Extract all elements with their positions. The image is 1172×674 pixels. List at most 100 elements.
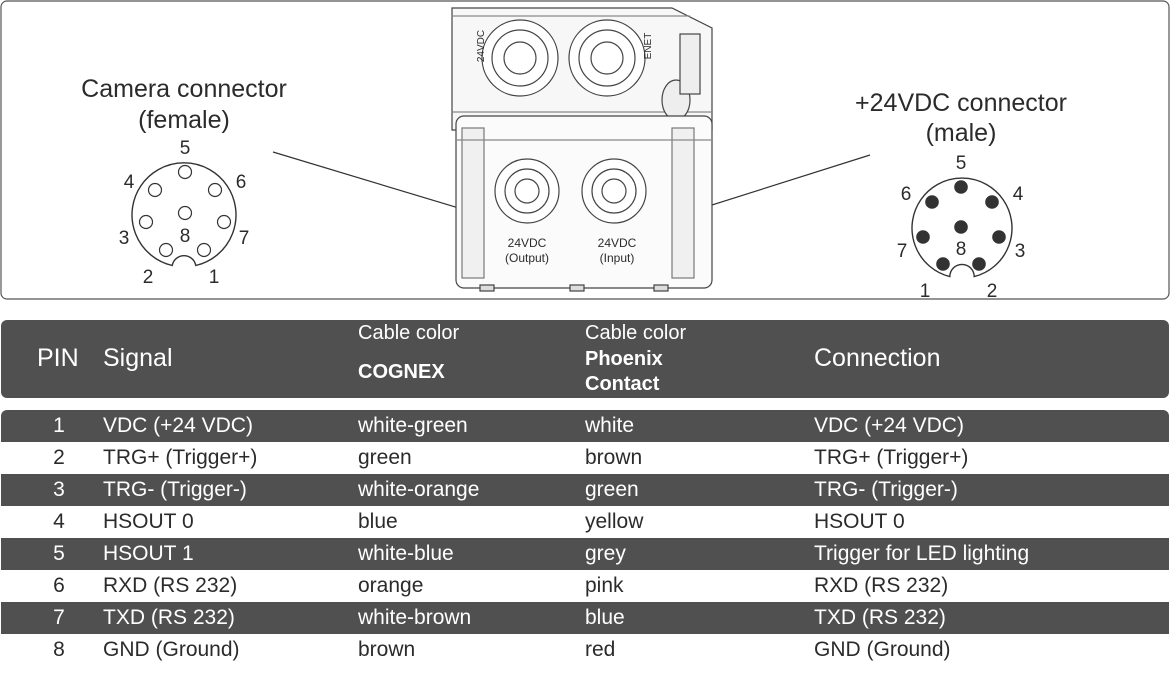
camera-pin-2 bbox=[158, 242, 174, 258]
cell-cognex-color: white-brown bbox=[358, 606, 472, 629]
table-row: 7 TXD (RS 232) white-brown blue TXD (RS … bbox=[1, 602, 1169, 634]
table-row: 4 HSOUT 0 blue yellow HSOUT 0 bbox=[1, 506, 1169, 538]
cell-signal: TRG- (Trigger-) bbox=[103, 478, 247, 501]
power-connector-subtitle: (male) bbox=[926, 119, 997, 147]
power-pin-label-5: 5 bbox=[956, 153, 967, 174]
power-pin-1 bbox=[936, 257, 950, 271]
cell-pin: 6 bbox=[53, 574, 65, 597]
camera-pin-label-2: 2 bbox=[143, 267, 154, 288]
camera-pin-5 bbox=[177, 164, 193, 180]
power-pin-label-6: 6 bbox=[901, 184, 912, 205]
cell-connection: GND (Ground) bbox=[814, 638, 951, 661]
cell-cognex-color: white-orange bbox=[358, 478, 480, 501]
power-pin-5 bbox=[954, 180, 968, 194]
camera-pin-label-3: 3 bbox=[119, 228, 130, 249]
cell-connection: HSOUT 0 bbox=[814, 510, 905, 533]
table-row: 1 VDC (+24 VDC) white-green white VDC (+… bbox=[1, 410, 1169, 442]
power-pin-label-1: 1 bbox=[920, 281, 931, 302]
camera-pin-label-7: 7 bbox=[239, 228, 250, 249]
pin-table: 1 VDC (+24 VDC) white-green white VDC (+… bbox=[1, 410, 1169, 666]
camera-pin-4 bbox=[147, 182, 163, 198]
cell-phoenix-color: brown bbox=[585, 446, 643, 469]
cell-phoenix-color: white bbox=[585, 414, 635, 437]
header-cognex-brand: COGNEX bbox=[358, 361, 445, 383]
power-connector-title: +24VDC connector bbox=[855, 89, 1067, 117]
cell-phoenix-color: blue bbox=[585, 606, 625, 629]
table-row: 8 GND (Ground) brown red GND (Ground) bbox=[1, 634, 1169, 666]
header-connection: Connection bbox=[814, 344, 941, 372]
cell-signal: HSOUT 0 bbox=[103, 510, 194, 533]
header-signal: Signal bbox=[103, 344, 173, 372]
cell-connection: VDC (+24 VDC) bbox=[814, 414, 964, 437]
port-left-label: 24VDC bbox=[508, 236, 547, 250]
port-left-sublabel: (Output) bbox=[505, 251, 549, 265]
power-pin-2 bbox=[972, 257, 986, 271]
table-row: 5 HSOUT 1 white-blue grey Trigger for LE… bbox=[1, 538, 1169, 570]
camera-pin-label-4: 4 bbox=[124, 172, 135, 193]
camera-pin-7 bbox=[216, 214, 232, 230]
power-connector: +24VDC connector (male) 5 6 4 7 3 8 1 2 bbox=[855, 89, 1067, 302]
cell-pin: 8 bbox=[53, 638, 65, 661]
camera-pin-6 bbox=[207, 182, 223, 198]
cell-pin: 4 bbox=[53, 510, 65, 533]
cell-signal: GND (Ground) bbox=[103, 638, 240, 661]
camera-pin-label-6: 6 bbox=[236, 172, 247, 193]
cell-pin: 7 bbox=[53, 606, 65, 629]
cell-cognex-color: white-blue bbox=[358, 542, 454, 565]
camera-pin-label-5: 5 bbox=[180, 138, 191, 159]
cell-connection: Trigger for LED lighting bbox=[814, 542, 1030, 565]
camera-connector: Camera connector (female) 5 4 6 3 7 8 2 … bbox=[81, 75, 287, 288]
power-pin-4 bbox=[985, 195, 999, 209]
power-pin-label-8: 8 bbox=[956, 239, 967, 260]
cell-pin: 1 bbox=[53, 414, 65, 437]
power-pin-6 bbox=[925, 195, 939, 209]
camera-connector-subtitle: (female) bbox=[138, 106, 230, 134]
cell-pin: 5 bbox=[53, 542, 65, 565]
camera-pin-label-8: 8 bbox=[180, 226, 191, 247]
cell-signal: VDC (+24 VDC) bbox=[103, 414, 253, 437]
table-row: 6 RXD (RS 232) orange pink RXD (RS 232) bbox=[1, 570, 1169, 602]
cell-signal: TRG+ (Trigger+) bbox=[103, 446, 258, 469]
cell-connection: RXD (RS 232) bbox=[814, 574, 949, 597]
cell-cognex-color: brown bbox=[358, 638, 416, 661]
cell-phoenix-color: green bbox=[585, 478, 639, 501]
power-pin-label-7: 7 bbox=[897, 241, 908, 262]
power-pin-7 bbox=[916, 230, 930, 244]
cell-signal: HSOUT 1 bbox=[103, 542, 194, 565]
header-phoenix-title: Cable color bbox=[585, 322, 687, 344]
power-pin-label-3: 3 bbox=[1015, 241, 1026, 262]
cell-connection: TXD (RS 232) bbox=[814, 606, 946, 629]
camera-device bbox=[451, 7, 713, 292]
table-header: PIN Signal Cable color COGNEX Cable colo… bbox=[1, 320, 1169, 398]
power-pin-3 bbox=[992, 230, 1006, 244]
header-pin: PIN bbox=[37, 344, 79, 372]
header-phoenix-brand-2: Contact bbox=[585, 373, 660, 395]
camera-connector-title: Camera connector bbox=[81, 75, 287, 103]
cell-cognex-color: blue bbox=[358, 510, 398, 533]
power-pin-8 bbox=[954, 220, 968, 234]
cell-connection: TRG+ (Trigger+) bbox=[814, 446, 969, 469]
connector-diagram: Camera connector (female) 5 4 6 3 7 8 2 … bbox=[0, 0, 1170, 302]
cell-phoenix-color: grey bbox=[585, 542, 626, 565]
camera-pin-1 bbox=[196, 242, 212, 258]
power-pin-label-2: 2 bbox=[987, 281, 998, 302]
cell-phoenix-color: pink bbox=[585, 574, 624, 597]
device-label-24vdc: 24VDC bbox=[476, 30, 487, 62]
camera-pin-8 bbox=[177, 205, 193, 221]
cell-signal: TXD (RS 232) bbox=[103, 606, 235, 629]
cell-pin: 2 bbox=[53, 446, 65, 469]
port-right-sublabel: (Input) bbox=[600, 251, 635, 265]
table-row: 2 TRG+ (Trigger+) green brown TRG+ (Trig… bbox=[1, 442, 1169, 474]
camera-pin-label-1: 1 bbox=[209, 267, 220, 288]
header-phoenix-brand: Phoenix bbox=[585, 348, 663, 370]
cell-phoenix-color: yellow bbox=[585, 510, 644, 533]
cell-signal: RXD (RS 232) bbox=[103, 574, 238, 597]
header-cognex-title: Cable color bbox=[358, 322, 460, 344]
table-row: 3 TRG- (Trigger-) white-orange green TRG… bbox=[1, 474, 1169, 506]
cell-cognex-color: orange bbox=[358, 574, 424, 597]
cell-pin: 3 bbox=[53, 478, 65, 501]
cell-phoenix-color: red bbox=[585, 638, 616, 661]
power-pin-label-4: 4 bbox=[1013, 184, 1024, 205]
cell-cognex-color: green bbox=[358, 446, 412, 469]
port-right-label: 24VDC bbox=[598, 236, 637, 250]
